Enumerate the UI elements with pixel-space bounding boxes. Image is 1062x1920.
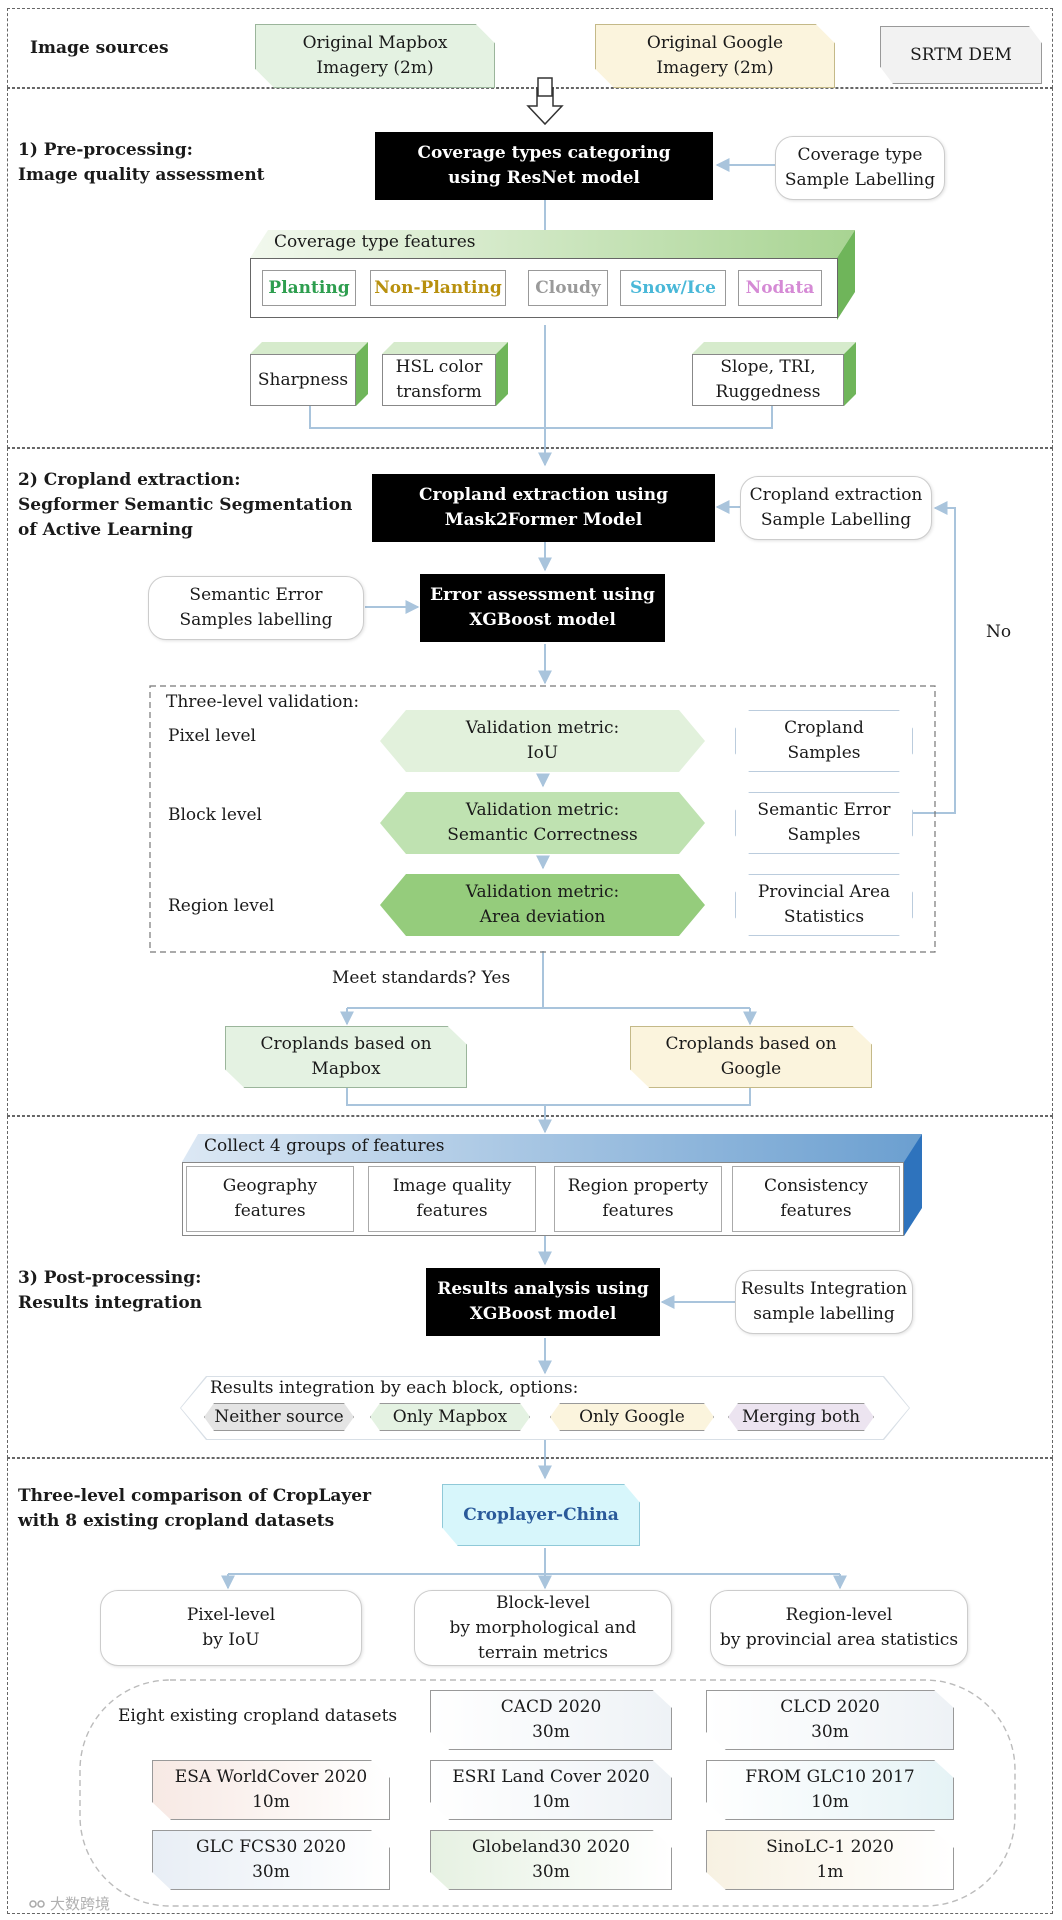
- option-merging-both: Merging both: [728, 1403, 874, 1431]
- sharpness-box-top: [250, 342, 368, 354]
- comparison-title: Three-level comparison of CropLayer with…: [18, 1486, 372, 1531]
- preprocessing-section: [7, 88, 1053, 448]
- hsl-color-transform-feature: HSL color transform: [382, 354, 496, 406]
- sharpness-feature: Sharpness: [250, 354, 356, 406]
- results-integration-options-label: Results integration by each block, optio…: [210, 1378, 579, 1398]
- meet-standards-label: Meet standards? Yes: [332, 968, 511, 988]
- postprocessing-title: 3) Post-processing: Results integration: [18, 1268, 203, 1313]
- type-nodata: Nodata: [738, 270, 822, 306]
- no-label: No: [986, 622, 1012, 642]
- dataset-glc-fcs30-2020: GLC FCS30 2020 30m: [152, 1830, 390, 1890]
- comparison-section: [7, 1458, 1053, 1914]
- image-sources-label: Image sources: [30, 38, 169, 58]
- google-imagery-source: Original Google Imagery (2m): [595, 24, 835, 88]
- provincial-area-statistics: Provincial Area Statistics: [735, 874, 913, 936]
- dataset-from-glc10-2017: FROM GLC10 2017 10m: [706, 1760, 954, 1820]
- pixel-level-comparison: Pixel-level by IoU: [100, 1590, 362, 1666]
- cropland-extraction-section: [7, 448, 1053, 1116]
- coverage-type-features-top: [250, 230, 855, 258]
- eight-datasets-label: Eight existing cropland datasets: [118, 1706, 398, 1726]
- validation-metric-area-deviation: Validation metric: Area deviation: [380, 874, 705, 936]
- option-only-google: Only Google: [550, 1403, 714, 1431]
- collect-features-top: [182, 1134, 922, 1162]
- dataset-globeland30-2020: Globeland30 2020 30m: [430, 1830, 672, 1890]
- slope-box-side: [844, 342, 856, 406]
- slope-tri-ruggedness-feature: Slope, TRI, Ruggedness: [692, 354, 844, 406]
- region-level-label: Region level: [168, 896, 275, 916]
- croplands-based-on-google: Croplands based on Google: [630, 1026, 872, 1088]
- watermark-text: 大数跨境: [50, 1895, 111, 1913]
- option-neither-source: Neither source: [204, 1403, 354, 1431]
- collect-features-label: Collect 4 groups of features: [204, 1136, 445, 1156]
- results-analysis-xgboost: Results analysis using XGBoost model: [426, 1268, 660, 1336]
- dataset-esri-land-cover-2020: ESRI Land Cover 2020 10m: [430, 1760, 672, 1820]
- cropland-extraction-sample-labelling: Cropland extraction Sample Labelling: [740, 476, 932, 540]
- pixel-level-label: Pixel level: [168, 726, 256, 746]
- slope-box-top: [692, 342, 856, 354]
- region-property-features: Region property features: [554, 1166, 722, 1232]
- semantic-error-samples-labelling: Semantic Error Samples labelling: [148, 576, 364, 640]
- croplands-based-on-mapbox: Croplands based on Mapbox: [225, 1026, 467, 1088]
- dataset-cacd-2020: CACD 2020 30m: [430, 1690, 672, 1750]
- results-integration-sample-labelling: Results Integration sample labelling: [735, 1270, 913, 1334]
- sharpness-box-side: [356, 342, 368, 406]
- error-assessment-xgboost: Error assessment using XGBoost model: [420, 574, 665, 642]
- collect-features-side: [904, 1134, 922, 1236]
- coverage-type-sample-labelling: Coverage type Sample Labelling: [775, 136, 945, 200]
- croplayer-china: Croplayer-China: [442, 1484, 640, 1546]
- option-only-mapbox: Only Mapbox: [370, 1403, 530, 1431]
- postprocessing-section: [7, 1116, 1053, 1458]
- cropland-samples: Cropland Samples: [735, 710, 913, 772]
- type-planting: Planting: [262, 270, 356, 306]
- coverage-type-features-side: [837, 230, 855, 320]
- dataset-clcd-2020: CLCD 2020 30m: [706, 1690, 954, 1750]
- mapbox-imagery-source: Original Mapbox Imagery (2m): [255, 24, 495, 88]
- semantic-error-samples: Semantic Error Samples: [735, 792, 913, 854]
- consistency-features: Consistency features: [732, 1166, 900, 1232]
- validation-metric-semantic-correctness: Validation metric: Semantic Correctness: [380, 792, 705, 854]
- region-level-comparison: Region-level by provincial area statisti…: [710, 1590, 968, 1666]
- coverage-type-features-label: Coverage type features: [274, 232, 476, 252]
- dataset-sinolc-1-2020: SinoLC-1 2020 1m: [706, 1830, 954, 1890]
- hsl-box-top: [382, 342, 508, 354]
- validation-metric-iou: Validation metric: IoU: [380, 710, 705, 772]
- type-non-planting: Non-Planting: [370, 270, 506, 306]
- type-cloudy: Cloudy: [528, 270, 608, 306]
- block-level-comparison: Block-level by morphological and terrain…: [414, 1590, 672, 1666]
- block-level-label: Block level: [168, 805, 262, 825]
- image-quality-features: Image quality features: [368, 1166, 536, 1232]
- cropland-extraction-title: 2) Cropland extraction: Segformer Semant…: [18, 470, 353, 540]
- preprocessing-title: 1) Pre-processing: Image quality assessm…: [18, 140, 265, 185]
- image-sources-section: [7, 8, 1053, 88]
- geography-features: Geography features: [186, 1166, 354, 1232]
- coverage-categorizing-resnet: Coverage types categoring using ResNet m…: [375, 132, 713, 200]
- three-level-validation-title: Three-level validation:: [166, 692, 360, 712]
- srtm-dem-source: SRTM DEM: [880, 26, 1042, 84]
- hsl-box-side: [496, 342, 508, 406]
- watermark-logo-icon: [28, 1896, 48, 1910]
- type-snow-ice: Snow/Ice: [620, 270, 726, 306]
- cropland-extraction-mask2former: Cropland extraction using Mask2Former Mo…: [372, 474, 715, 542]
- dataset-esa-worldcover-2020: ESA WorldCover 2020 10m: [152, 1760, 390, 1820]
